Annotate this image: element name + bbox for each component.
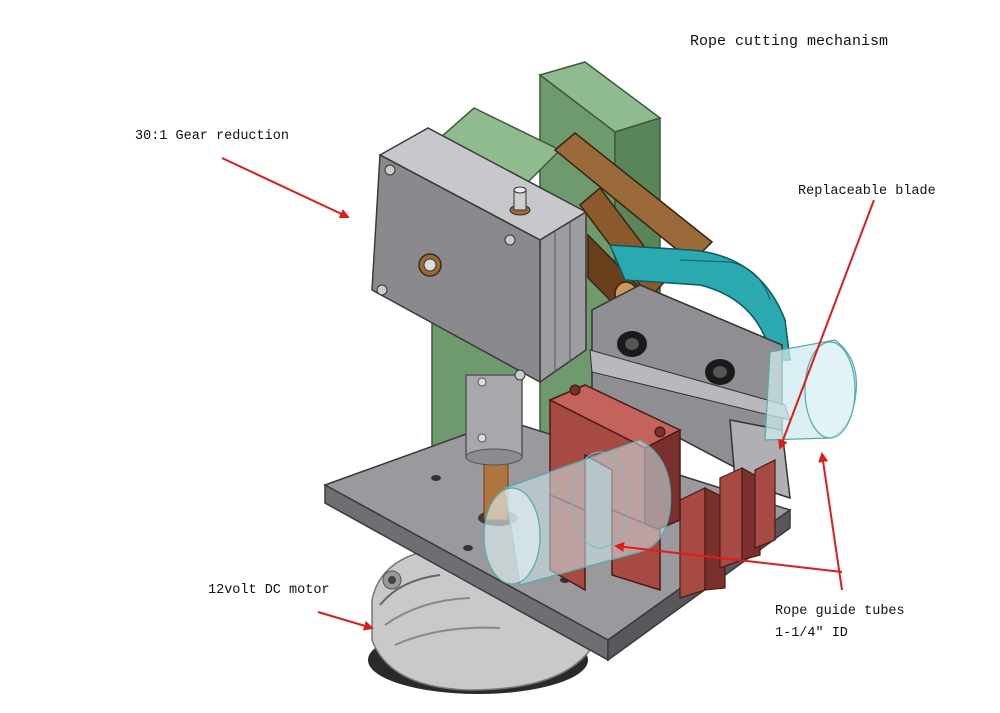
rope-guide-tubes-size-label: 1-1/4" ID bbox=[775, 626, 848, 641]
dc-motor-label: 12volt DC motor bbox=[208, 583, 330, 598]
replaceable-blade-label: Replaceable blade bbox=[798, 184, 936, 199]
arrow-tube-rear bbox=[818, 452, 843, 591]
front-rope-guide-tube bbox=[483, 439, 672, 586]
diagram-title: Rope cutting mechanism bbox=[690, 33, 889, 50]
gear-reduction-label: 30:1 Gear reduction bbox=[135, 129, 289, 144]
annotation-arrows bbox=[221, 157, 875, 631]
gear-reduction-box bbox=[371, 127, 588, 384]
arrow-motor bbox=[317, 611, 374, 631]
arrow-gear bbox=[221, 157, 350, 219]
coupling-cylinder bbox=[465, 374, 523, 466]
arrow-blade bbox=[778, 199, 875, 450]
rope-guide-tubes-label: Rope guide tubes bbox=[775, 604, 905, 619]
rear-rope-guide-tube bbox=[764, 339, 858, 441]
arrow-tube-front bbox=[614, 541, 843, 573]
tube-support-posts bbox=[679, 459, 776, 599]
